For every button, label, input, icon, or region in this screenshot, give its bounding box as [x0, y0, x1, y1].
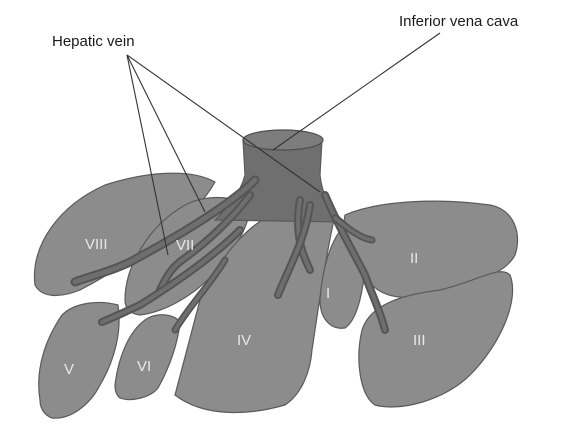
segment-vi-label: VI: [137, 358, 151, 375]
segment-viii-label: VIII: [85, 236, 108, 253]
segment-iv-label: IV: [237, 332, 251, 349]
segment-vii-label: VII: [176, 237, 194, 254]
inferior-vena-cava-opening: [243, 130, 323, 150]
segment-ii-label: II: [410, 250, 418, 267]
inferior-vena-cava-label: Inferior vena cava: [399, 13, 519, 30]
segment-iii-label: III: [413, 332, 426, 349]
hepatic-vein-label: Hepatic vein: [52, 33, 135, 50]
segment-v-label: V: [64, 361, 74, 378]
segment-i-label: I: [326, 285, 330, 302]
